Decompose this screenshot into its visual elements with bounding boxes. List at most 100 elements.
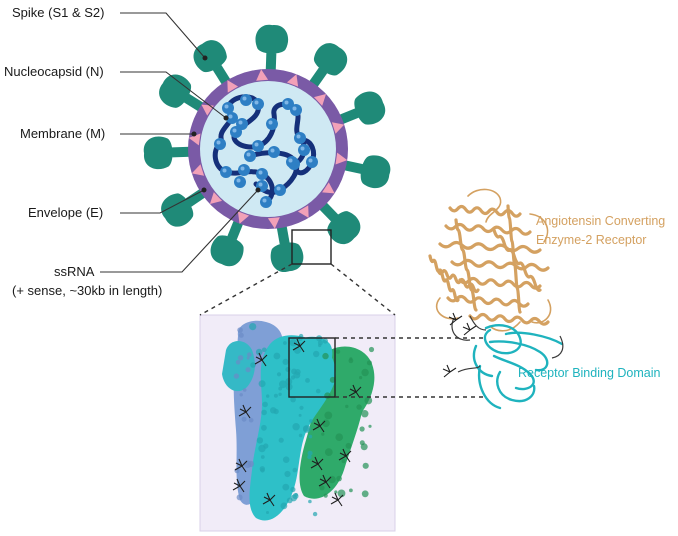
rbd-strand [477,364,502,410]
nucleocapsid-bead [252,98,264,110]
glycan [234,458,248,473]
ace2-helix [438,240,542,254]
ace2-loop [489,321,521,332]
nucleocapsid-bead [266,118,278,130]
ssrna-label: ssRNA [54,264,95,279]
nucleocapsid-bead [220,166,232,178]
envelope-protein [188,133,201,146]
ace2-helix [428,254,460,303]
nucleocapsid-bead [260,196,272,208]
label-leader-lines [100,12,259,273]
zoom-line-right [330,263,396,316]
envelope-protein [267,217,280,229]
glycan [310,456,324,471]
spike-protein [255,24,289,76]
envelope-proteins [188,69,348,229]
ace2-helix [492,228,542,292]
glycan [262,492,276,507]
nucleocapsid-bead [294,132,306,144]
glycan [330,492,344,507]
nucleocapsid-bead [274,184,286,196]
ace2-loop [531,299,552,324]
envelope-protein [313,93,327,106]
nucleocapsid-bead [222,102,234,114]
rbd-strand [488,340,549,372]
rbd-strand [483,324,522,355]
ace2-helix [458,276,542,290]
nucleocapsid-bead [226,112,238,124]
envelope-protein [331,122,345,134]
nucleocapsid-bead [286,156,298,168]
glycan [254,352,268,367]
rbd-strand [504,331,564,346]
trimer-green-chain [299,346,375,499]
nucleocapsid-bead [252,140,264,152]
rbd-strand [472,344,494,378]
envelope-protein [322,182,335,194]
ace2-loop [467,188,502,223]
spike-label: Spike (S1 & S2) [12,5,105,20]
nucleocapsid-bead [234,176,246,188]
glycan [318,474,332,489]
glycan [292,338,306,353]
nucleocapsid-bead [230,126,242,138]
nucleocapsid-bead [298,144,310,156]
virus-particle [143,24,391,272]
envelope-protein [297,205,309,218]
spike-protein [143,136,195,170]
ace2-helix [468,312,550,326]
envelope-protein [335,152,348,165]
nucleocapsid-bead [256,168,268,180]
rbd-strand [492,354,535,391]
envelope-label: Envelope (E) [28,205,104,220]
trimer-surface-texture [233,323,375,517]
ace2-helix [446,294,530,308]
nucleocapsid-bead [240,94,252,106]
envelope-protein [209,192,223,205]
ace2-helix [454,218,478,312]
envelope-protein [286,74,299,87]
envelope-protein [201,104,214,116]
zoom-line-left [199,263,293,316]
ace2-label-line1: Angiotensin Converting [536,214,666,228]
nucleocapsid-label: Nucleocapsid (N) [4,64,104,79]
envelope-protein [237,211,250,224]
zoom-box-virus [291,229,332,265]
nucleocapsid-bead [214,138,226,150]
ace2-helix [444,222,532,236]
nucleocapsid-bead [306,156,318,168]
envelope-protein [227,80,239,93]
spike-trimer [222,320,375,521]
ace2-loop [529,213,549,243]
rbd-strand [496,370,536,403]
nucleocapsid-bead [268,146,280,158]
ribbon-linkers [451,315,564,373]
ace2-label-line2: Enzyme-2 Receptor [536,233,647,247]
rbd-ribbon [472,324,564,410]
rbd-highlight-box [288,337,336,398]
envelope-protein [256,69,269,81]
ace2-helix [506,204,522,314]
membrane-label: Membrane (M) [20,126,106,141]
ace2-glycans [442,312,477,378]
trimer-left-lobe [222,341,255,392]
glycan [232,478,246,493]
ace2-receptor-ribbon [428,188,552,332]
nucleocapsid-proteins [214,94,318,208]
nucleocapsid-bead [238,164,250,176]
ace2-loop [435,297,459,320]
ssrna-detail-label: (+ sense, ~30kb in length) [12,283,163,298]
glycan [338,448,352,463]
glycan [312,418,326,433]
glycan [348,384,362,399]
ace2-helix [450,258,550,272]
rbd-label: Receptor Binding Domain [518,366,661,380]
label-leader-dots [191,55,261,193]
glycan-chains [232,338,362,507]
envelope-protein [191,164,205,176]
nucleocapsid-bead [244,150,256,162]
glycan [238,404,252,419]
nucleocapsid-bead [290,104,302,116]
